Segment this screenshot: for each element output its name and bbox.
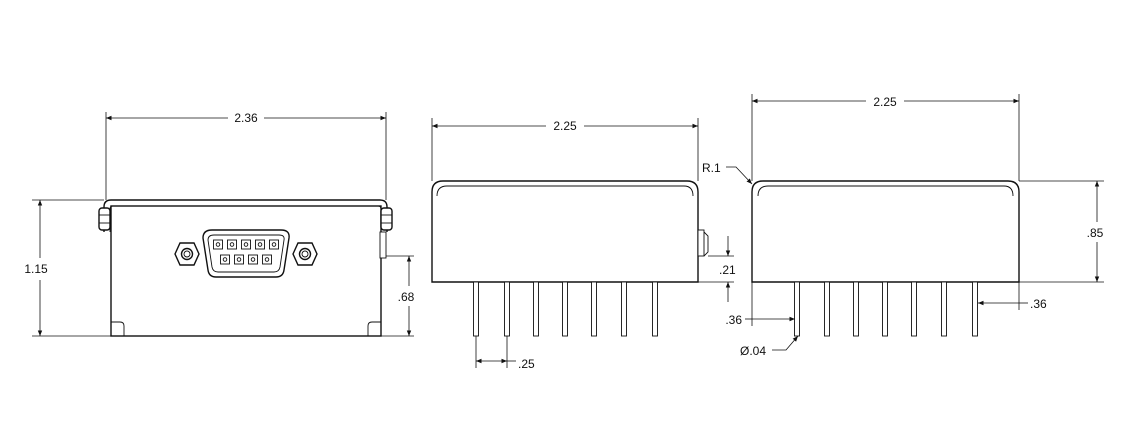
side-pin xyxy=(621,281,627,337)
dim-corner-radius: R.1 xyxy=(702,161,721,175)
side-pin xyxy=(533,281,539,337)
connector-contact xyxy=(234,254,244,265)
front-body xyxy=(110,205,382,337)
rear-pin xyxy=(882,281,888,337)
dsub-connector-icon xyxy=(202,229,290,278)
left-hex-nut-icon xyxy=(174,242,200,266)
dim-side-offset: .21 xyxy=(719,263,736,277)
front-bracket xyxy=(103,199,388,232)
side-pin xyxy=(652,281,658,337)
connector-contact xyxy=(255,239,265,250)
connector-contact xyxy=(241,239,251,250)
dim-pin-pitch: .25 xyxy=(518,357,535,371)
dim-front-width: 2.36 xyxy=(234,111,258,125)
dim-front-pin-height: .68 xyxy=(398,290,415,304)
rear-pin xyxy=(853,281,859,337)
connector-contact xyxy=(213,239,223,250)
side-body xyxy=(431,180,699,283)
connector-contact xyxy=(248,254,258,265)
side-pin xyxy=(562,281,568,337)
connector-contact xyxy=(269,239,279,250)
side-pin xyxy=(473,281,479,337)
left-screw-icon xyxy=(98,207,111,231)
rear-pin xyxy=(794,281,800,337)
side-view: 2.25 .21 .25 xyxy=(431,118,736,371)
connector-contact xyxy=(262,254,272,265)
side-pin xyxy=(591,281,597,337)
dim-rear-height: .85 xyxy=(1087,226,1104,240)
front-view: 2.36 1.15 .68 xyxy=(24,111,415,337)
connector-contact xyxy=(220,254,230,265)
rear-pin xyxy=(824,281,830,337)
rear-pin xyxy=(911,281,917,337)
dim-pin-diameter: Ø.04 xyxy=(740,344,766,358)
rear-view: 2.25 R.1 .85 .36 .36 Ø.04 xyxy=(702,94,1104,358)
dim-side-width: 2.25 xyxy=(553,119,577,133)
dim-pin-inset-right: .36 xyxy=(1030,297,1047,311)
dim-rear-width: 2.25 xyxy=(873,95,897,109)
dim-pin-inset-left: .36 xyxy=(725,313,742,327)
side-pin xyxy=(504,281,510,337)
rear-body xyxy=(751,180,1020,283)
right-hex-nut-icon xyxy=(292,242,318,266)
rear-pin xyxy=(972,281,978,337)
rear-pin xyxy=(941,281,947,337)
connector-contact xyxy=(227,239,237,250)
right-screw-icon xyxy=(379,207,393,259)
dim-front-height: 1.15 xyxy=(24,262,48,276)
